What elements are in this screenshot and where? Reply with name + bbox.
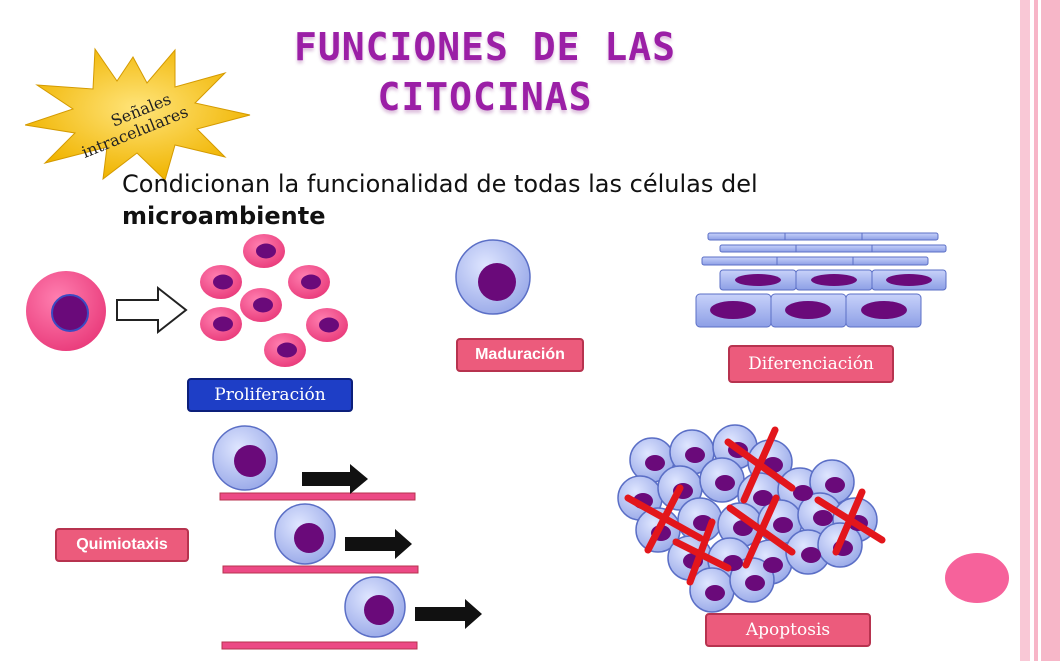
label-quimiotaxis: Quimiotaxis [55,528,189,562]
hollow-arrow-icon [116,285,188,335]
mature-blue-cell [455,239,531,315]
label-apoptosis: Apoptosis [705,613,871,647]
chemotaxis-diagram [212,425,482,650]
red-cross-icons [624,426,886,586]
label-proliferacion: Proliferación [187,378,353,412]
subtitle-text: Condicionan la funcionalidad de todas la… [122,170,758,198]
label-maduracion: Maduración [456,338,584,372]
starburst-badge: Señales intracelulares [25,47,251,181]
pink-cell-cluster [200,234,348,367]
page-title: FUNCIONES DE LAS CITOCINAS [293,25,677,119]
right-decorative-border [1020,0,1060,661]
pink-decorative-dot [945,553,1009,603]
subtitle-bold: microambiente [122,202,326,230]
differentiated-tissue [695,232,947,328]
single-pink-cell [26,271,106,351]
label-diferenciacion: Diferenciación [728,345,894,383]
subtitle: Condicionan la funcionalidad de todas la… [122,168,802,232]
